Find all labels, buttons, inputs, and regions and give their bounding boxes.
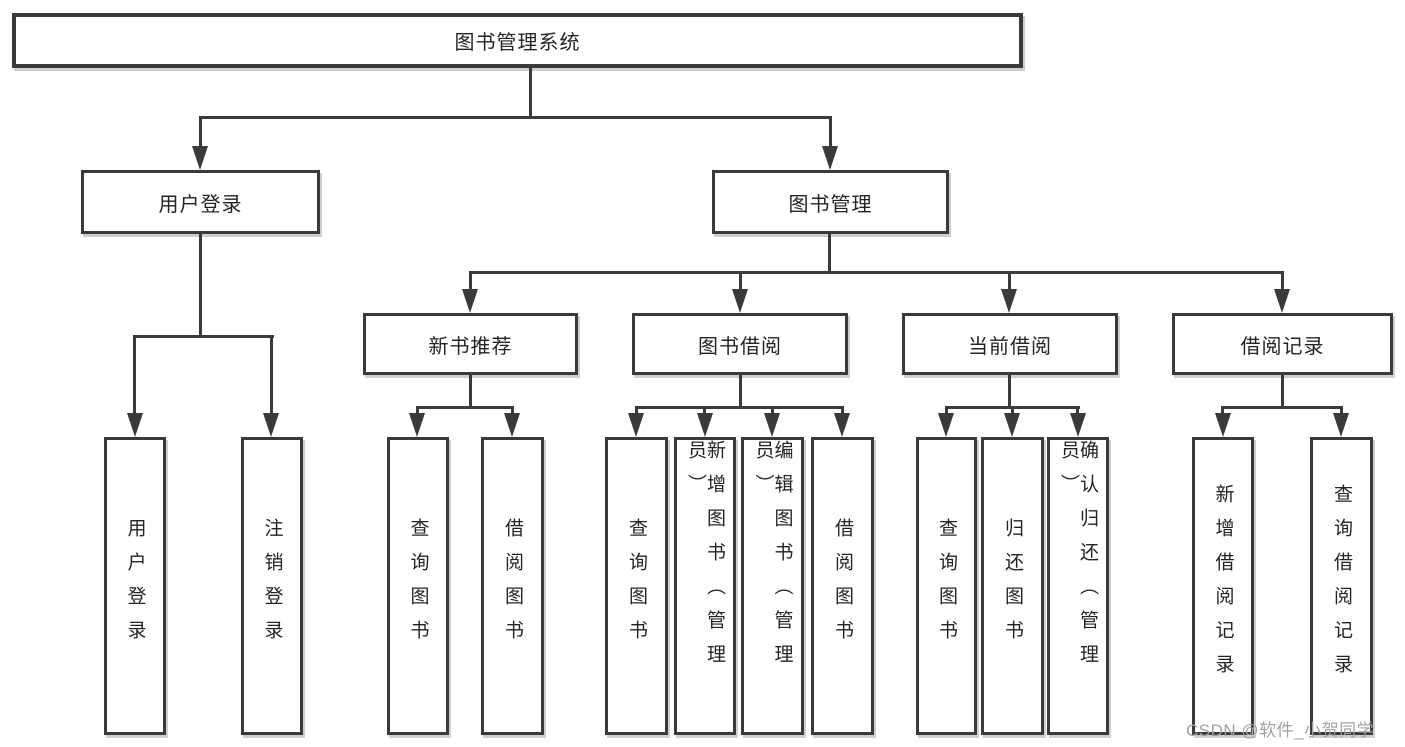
node-label: 图书管理系统: [454, 32, 581, 54]
node-label: 查询图书: [626, 518, 647, 654]
node-label: 编辑图书（管理员）: [752, 440, 793, 678]
node-label: 查询图书: [936, 518, 957, 654]
connector-line: [635, 406, 844, 409]
leaf-query-books-current: 查询图书: [916, 437, 977, 735]
connector-line: [771, 406, 774, 415]
leaf-query-borrowing-record: 查询借阅记录: [1310, 437, 1373, 735]
node-book-management: 图书管理: [712, 170, 949, 234]
node-label: 查询图书: [407, 518, 429, 654]
node-library-management-system: 图书管理系统: [12, 13, 1023, 68]
arrow-down-icon: [127, 413, 143, 437]
arrow-down-icon: [1333, 413, 1349, 437]
node-label: 归还图书: [1002, 518, 1023, 654]
connector-line: [1281, 271, 1284, 291]
leaf-add-borrowing-record: 新增借阅记录: [1192, 437, 1254, 735]
arrow-down-icon: [834, 413, 850, 437]
connector-line: [739, 374, 742, 408]
node-new-book-recommendation: 新书推荐: [363, 313, 578, 375]
connector-line: [1008, 374, 1011, 408]
node-label: 查询借阅记录: [1331, 484, 1352, 688]
arrow-down-icon: [462, 289, 478, 313]
connector-line: [199, 232, 202, 338]
connector-line: [841, 406, 844, 415]
connector-line: [1281, 374, 1284, 408]
arrow-down-icon: [1004, 413, 1020, 437]
arrow-down-icon: [628, 413, 644, 437]
connector-line: [1008, 271, 1011, 291]
node-user-login: 用户登录: [81, 170, 320, 234]
connector-line: [828, 232, 831, 274]
watermark: CSDN @软件_小贺同学: [1186, 721, 1375, 740]
node-label: 新增图书（管理员）: [685, 440, 725, 678]
connector-line: [199, 116, 202, 148]
connector-line: [529, 67, 532, 118]
arrow-down-icon: [504, 413, 520, 437]
node-label: 借阅图书: [502, 518, 523, 654]
node-label: 注销登录: [261, 518, 283, 654]
connector-line: [1340, 406, 1343, 415]
connector-line: [270, 335, 273, 415]
node-label: 用户登录: [158, 193, 243, 216]
leaf-edit-book-admin: 编辑图书（管理员）: [741, 437, 804, 735]
connector-line: [133, 335, 274, 338]
node-label: 图书借阅: [698, 335, 782, 358]
arrow-down-icon: [938, 413, 954, 437]
node-current-borrowing: 当前借阅: [902, 313, 1118, 375]
connector-line: [1011, 406, 1014, 415]
arrow-down-icon: [732, 289, 748, 313]
connector-line: [416, 406, 419, 415]
leaf-query-books-recommend: 查询图书: [387, 437, 449, 735]
node-label: 新书推荐: [428, 335, 513, 358]
arrow-down-icon: [1001, 289, 1017, 313]
node-label: 用户登录: [124, 518, 146, 654]
connector-line: [635, 406, 638, 415]
connector-line: [469, 271, 472, 291]
leaf-logout-login: 注销登录: [241, 437, 303, 735]
node-label: 图书管理: [788, 193, 873, 216]
leaf-user-login: 用户登录: [104, 437, 166, 735]
leaf-return-books: 归还图书: [981, 437, 1044, 735]
node-label: 当前借阅: [968, 335, 1052, 358]
leaf-add-book-admin: 新增图书（管理员）: [674, 437, 736, 735]
arrow-down-icon: [1215, 413, 1231, 437]
connector-line: [199, 116, 832, 119]
arrow-down-icon: [764, 413, 780, 437]
connector-line: [133, 335, 136, 415]
connector-line: [703, 406, 706, 415]
leaf-query-books-borrowing: 查询图书: [605, 437, 668, 735]
node-label: 借阅记录: [1240, 335, 1325, 358]
node-label: 新增借阅记录: [1212, 484, 1234, 688]
arrow-down-icon: [409, 413, 425, 437]
leaf-borrow-books-borrowing: 借阅图书: [811, 437, 874, 735]
arrow-down-icon: [263, 413, 279, 437]
node-label: 确认归还（管理员）: [1058, 440, 1098, 678]
node-borrowing-records: 借阅记录: [1172, 313, 1393, 375]
arrow-down-icon: [697, 413, 713, 437]
connector-line: [1076, 406, 1079, 415]
leaf-confirm-return-admin: 确认归还（管理员）: [1047, 437, 1109, 735]
connector-line: [416, 406, 514, 409]
connector-line: [469, 271, 1284, 274]
connector-line: [1221, 406, 1224, 415]
arrow-down-icon: [822, 146, 838, 170]
connector-line: [945, 406, 948, 415]
arrow-down-icon: [192, 146, 208, 170]
arrow-down-icon: [1274, 289, 1290, 313]
arrow-down-icon: [1070, 413, 1086, 437]
connector-line: [511, 406, 514, 415]
connector-line: [829, 116, 832, 148]
node-label: 借阅图书: [832, 518, 853, 654]
leaf-borrow-books-recommend: 借阅图书: [481, 437, 544, 735]
connector-line: [1221, 406, 1343, 409]
connector-line: [469, 374, 472, 408]
node-book-borrowing: 图书借阅: [632, 313, 848, 375]
connector-line: [739, 271, 742, 291]
